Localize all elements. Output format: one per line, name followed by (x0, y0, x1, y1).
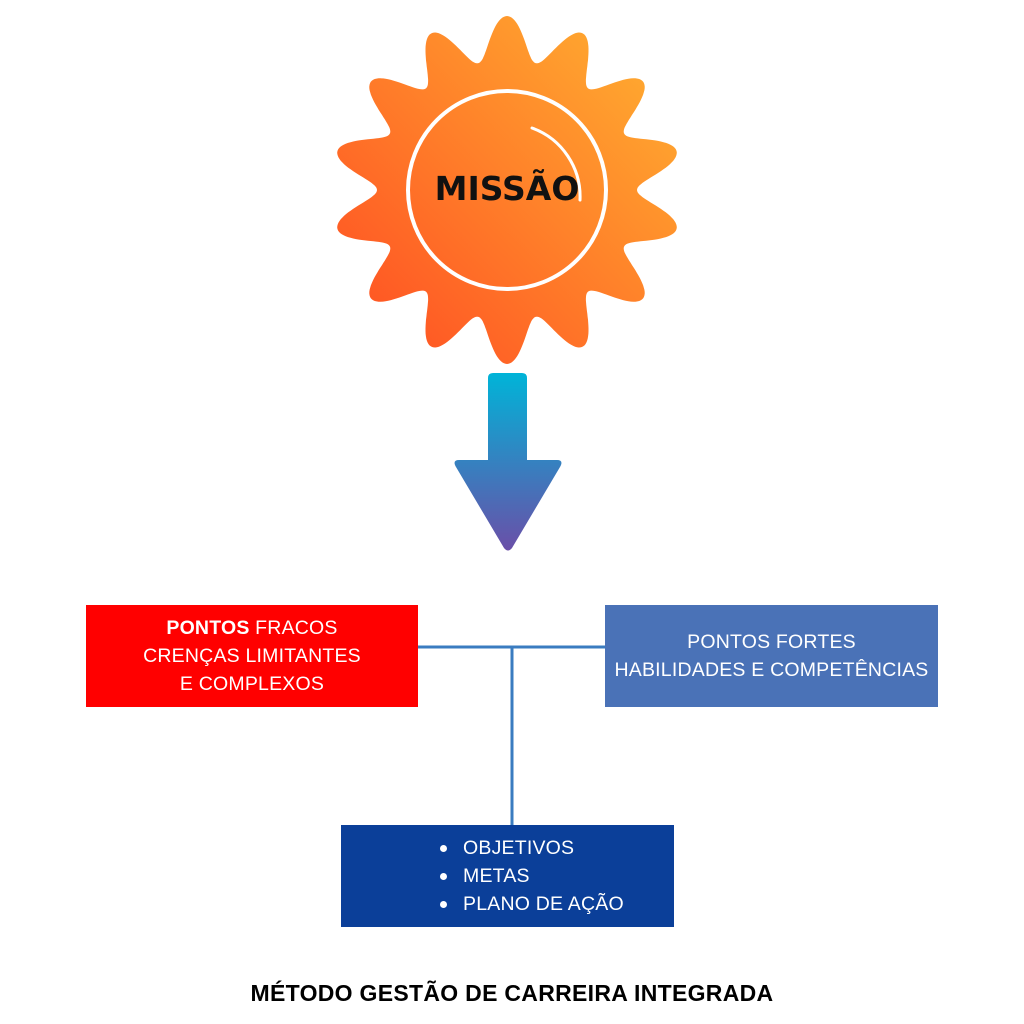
list-item-label: METAS (463, 865, 530, 887)
connector-lines (418, 645, 605, 825)
weak-points-bold: PONTOS (166, 617, 250, 639)
action-plan-list: OBJETIVOS METAS PLANO DE AÇÃO (341, 834, 624, 918)
sun-shape (337, 16, 677, 364)
list-item: OBJETIVOS (440, 834, 624, 862)
weak-points-line-1-rest: FRACOS (249, 617, 338, 639)
action-plan-box: OBJETIVOS METAS PLANO DE AÇÃO (341, 825, 674, 927)
bullet-icon (440, 872, 447, 880)
sun-ring-accent (530, 126, 582, 202)
strong-points-line-1: PONTOS FORTES (687, 631, 856, 653)
bullet-icon (440, 844, 447, 852)
weak-points-line-3: E COMPLEXOS (179, 673, 325, 695)
strong-points-box: PONTOS FORTES HABILIDADES E COMPETÊNCIAS (605, 605, 938, 707)
list-item-label: OBJETIVOS (463, 837, 575, 859)
footer-title: MÉTODO GESTÃO DE CARREIRA INTEGRADA (250, 980, 774, 1006)
mission-label: MISSÃO (435, 168, 580, 208)
weak-points-line-2: CRENÇAS LIMITANTES (143, 645, 361, 667)
bullet-icon (440, 900, 447, 908)
list-item: PLANO DE AÇÃO (440, 890, 624, 918)
sun-inner-ring (406, 89, 608, 291)
down-arrow (454, 373, 562, 551)
weak-points-line-1: PONTOS FRACOS (166, 614, 337, 642)
list-item-label: PLANO DE AÇÃO (463, 893, 624, 915)
list-item: METAS (440, 862, 624, 890)
weak-points-box: PONTOS FRACOS CRENÇAS LIMITANTES E COMPL… (86, 605, 418, 707)
strong-points-line-2: HABILIDADES E COMPETÊNCIAS (614, 659, 929, 681)
mission-sun: MISSÃO (337, 16, 677, 364)
